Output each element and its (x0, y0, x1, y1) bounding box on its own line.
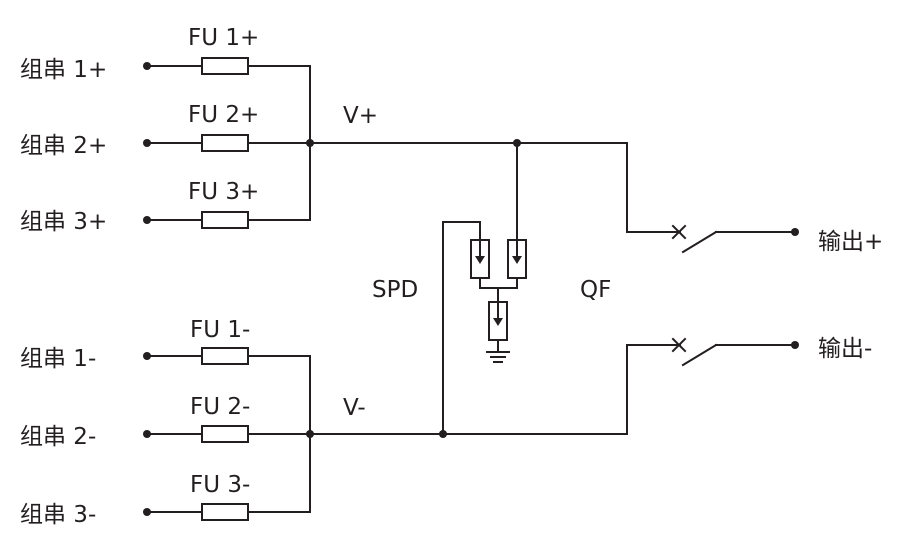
input-terminal-1-neg (143, 352, 151, 360)
fuse-3-pos (201, 211, 249, 229)
qf-breaker-negative (671, 337, 799, 367)
ground-icon (486, 351, 510, 363)
input-terminal-1-pos (143, 62, 151, 70)
bus-label-negative: V- (343, 395, 366, 421)
fuse-label-1-neg: FU 1- (190, 317, 250, 343)
fuse-3-neg (201, 503, 249, 521)
input-terminal-3-pos (143, 216, 151, 224)
input-label-string-2-neg: 组串 2- (20, 424, 96, 450)
positive-input-branches (143, 57, 314, 229)
input-label-string-1-neg: 组串 1- (20, 346, 96, 372)
fuse-2-neg (201, 425, 249, 443)
input-terminal-2-pos (143, 139, 151, 147)
spd-surge-protector (442, 142, 527, 435)
fuse-2-pos (201, 134, 249, 152)
positive-bus (309, 139, 681, 233)
fuse-label-3-neg: FU 3- (190, 472, 250, 498)
input-label-string-2-pos: 组串 2+ (20, 133, 107, 159)
input-label-string-3-neg: 组串 3- (20, 502, 96, 528)
qf-label: QF (580, 277, 611, 303)
bus-label-positive: V+ (343, 103, 378, 129)
spd-label: SPD (372, 277, 418, 303)
fuse-1-pos (201, 57, 249, 75)
output-terminal-negative (791, 341, 799, 349)
input-terminal-3-neg (143, 508, 151, 516)
output-terminal-positive (791, 228, 799, 236)
input-terminal-2-neg (143, 430, 151, 438)
negative-bus (309, 344, 681, 438)
fuse-1-neg (201, 347, 249, 365)
input-label-string-1-pos: 组串 1+ (20, 57, 107, 83)
fuse-label-3-pos: FU 3+ (188, 179, 259, 205)
fuse-label-1-pos: FU 1+ (188, 25, 259, 51)
output-label-negative: 输出- (818, 336, 872, 362)
fuse-label-2-neg: FU 2- (190, 394, 250, 420)
qf-breaker-positive (671, 224, 799, 254)
fuse-label-2-pos: FU 2+ (188, 102, 259, 128)
output-label-positive: 输出+ (818, 229, 883, 255)
input-label-string-3-pos: 组串 3+ (20, 209, 107, 235)
